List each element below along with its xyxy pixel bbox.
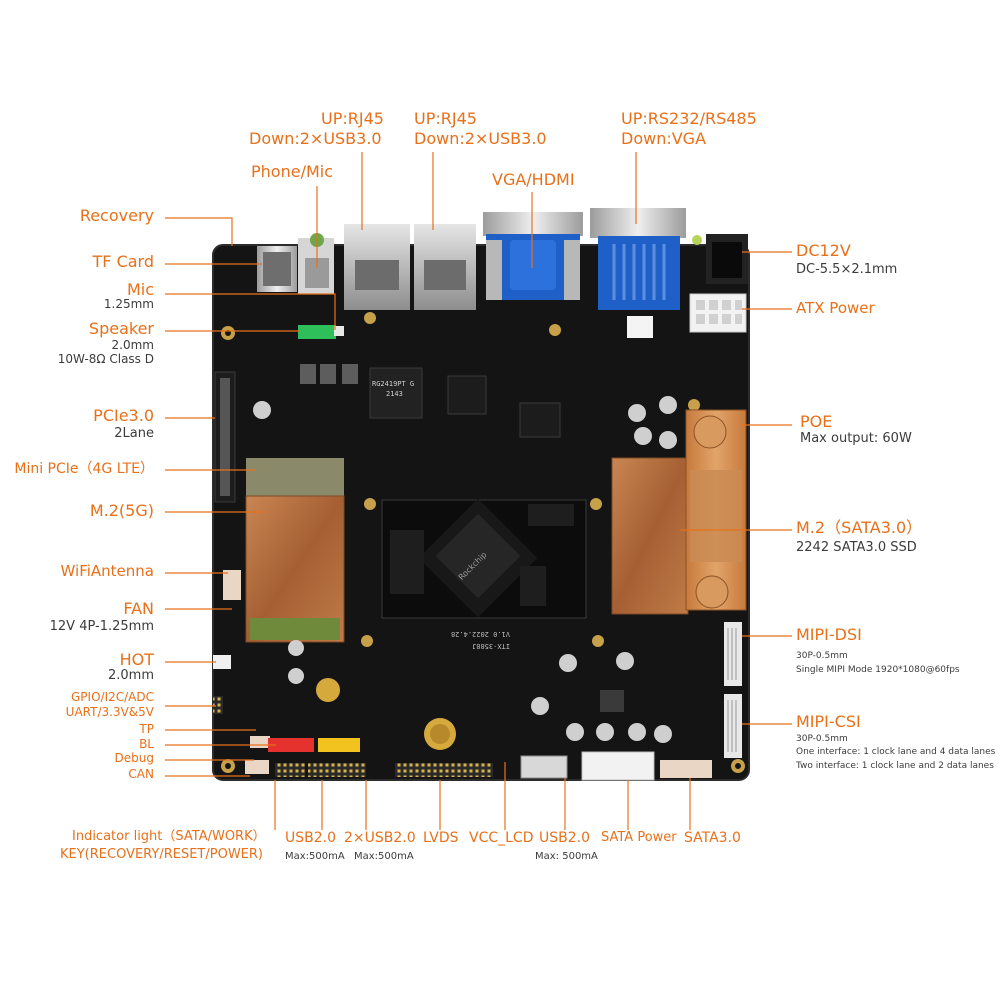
m2-sata-label: M.2（SATA3.0） [796, 518, 923, 537]
usb2-a-label: USB2.0 [285, 830, 337, 846]
usb2-b-spec: Max:500mA [354, 851, 414, 862]
usb2-c-spec: Max: 500mA [535, 851, 598, 862]
speaker-spec-2: 10W-8Ω Class D [57, 352, 154, 366]
dc12v-label: DC12V [796, 241, 851, 260]
m2-sata-spec: 2242 SATA3.0 SSD [796, 540, 917, 555]
hot-spec: 2.0mm [107, 668, 154, 683]
pcie-spec: 2Lane [114, 426, 154, 441]
m2-5g-label: M.2(5G) [89, 501, 154, 520]
mic-spec: 1.25mm [103, 297, 154, 311]
tf-card-label: TF Card [92, 252, 155, 271]
fan-label: FAN [123, 599, 154, 618]
gpio-label-2: UART/3.3V&5V [65, 705, 154, 719]
rj45-a-down-label: Down:2×USB3.0 [249, 129, 382, 148]
debug-label: Debug [114, 751, 154, 765]
fan-spec: 12V 4P-1.25mm [49, 619, 154, 634]
bl-label: BL [139, 737, 154, 751]
vga-hdmi-label: VGA/HDMI [492, 170, 575, 189]
mini-pcie-label: Mini PCIe（4G LTE） [14, 461, 154, 477]
pcie-label: PCIe3.0 [93, 406, 154, 425]
silk-chip1b: 2143 [386, 390, 403, 398]
mipi-dsi-label: MIPI-DSI [796, 625, 862, 644]
wifi-antenna-label: WiFiAntenna [60, 562, 154, 580]
vcc-lcd-label: VCC_LCD [469, 830, 534, 846]
mic-label: Mic [126, 280, 154, 299]
phone-mic-label: Phone/Mic [251, 162, 333, 181]
indicator-label-1: Indicator light（SATA/WORK） [72, 829, 266, 844]
silk-board-name: ITX-3588J [472, 642, 510, 650]
serial-up-label: UP:RS232/RS485 [621, 109, 757, 128]
rj45-b-up-label: UP:RJ45 [414, 109, 477, 128]
silk-version: V1.0 2022.4.28 [451, 630, 510, 638]
mipi-dsi-spec-2: Single MIPI Mode 1920*1080@60fps [796, 665, 960, 675]
usb2-b-label: 2×USB2.0 [344, 830, 416, 846]
mipi-csi-spec-3: Two interface: 1 clock lane and 2 data l… [796, 761, 994, 771]
dc12v-spec: DC-5.5×2.1mm [796, 262, 898, 277]
speaker-spec-1: 2.0mm [111, 338, 154, 352]
lvds-label: LVDS [423, 830, 459, 846]
sata3-label: SATA3.0 [684, 830, 741, 846]
indicator-label-2: KEY(RECOVERY/RESET/POWER) [60, 847, 263, 862]
mipi-dsi-spec-1: 30P-0.5mm [796, 651, 848, 661]
mipi-csi-spec-2: One interface: 1 clock lane and 4 data l… [796, 747, 996, 757]
poe-label: POE [800, 412, 833, 431]
leader-lines [165, 152, 792, 830]
rj45-a-up-label: UP:RJ45 [321, 109, 384, 128]
atx-power-label: ATX Power [796, 299, 875, 317]
mipi-csi-spec-1: 30P-0.5mm [796, 734, 848, 744]
hot-label: HOT [119, 650, 154, 669]
usb2-c-label: USB2.0 [539, 830, 591, 846]
usb2-a-spec: Max:500mA [285, 851, 345, 862]
sata-power-label: SATA Power [601, 830, 677, 845]
can-label: CAN [128, 767, 154, 781]
serial-down-label: Down:VGA [621, 129, 707, 148]
rj45-b-down-label: Down:2×USB3.0 [414, 129, 547, 148]
speaker-label: Speaker [88, 319, 154, 338]
gpio-label-1: GPIO/I2C/ADC [71, 690, 154, 704]
mipi-csi-label: MIPI-CSI [796, 712, 861, 731]
poe-spec: Max output: 60W [800, 431, 912, 446]
recovery-label: Recovery [79, 206, 154, 225]
silk-chip1: RG2419PT G [372, 380, 414, 388]
tp-label: TP [139, 722, 154, 736]
